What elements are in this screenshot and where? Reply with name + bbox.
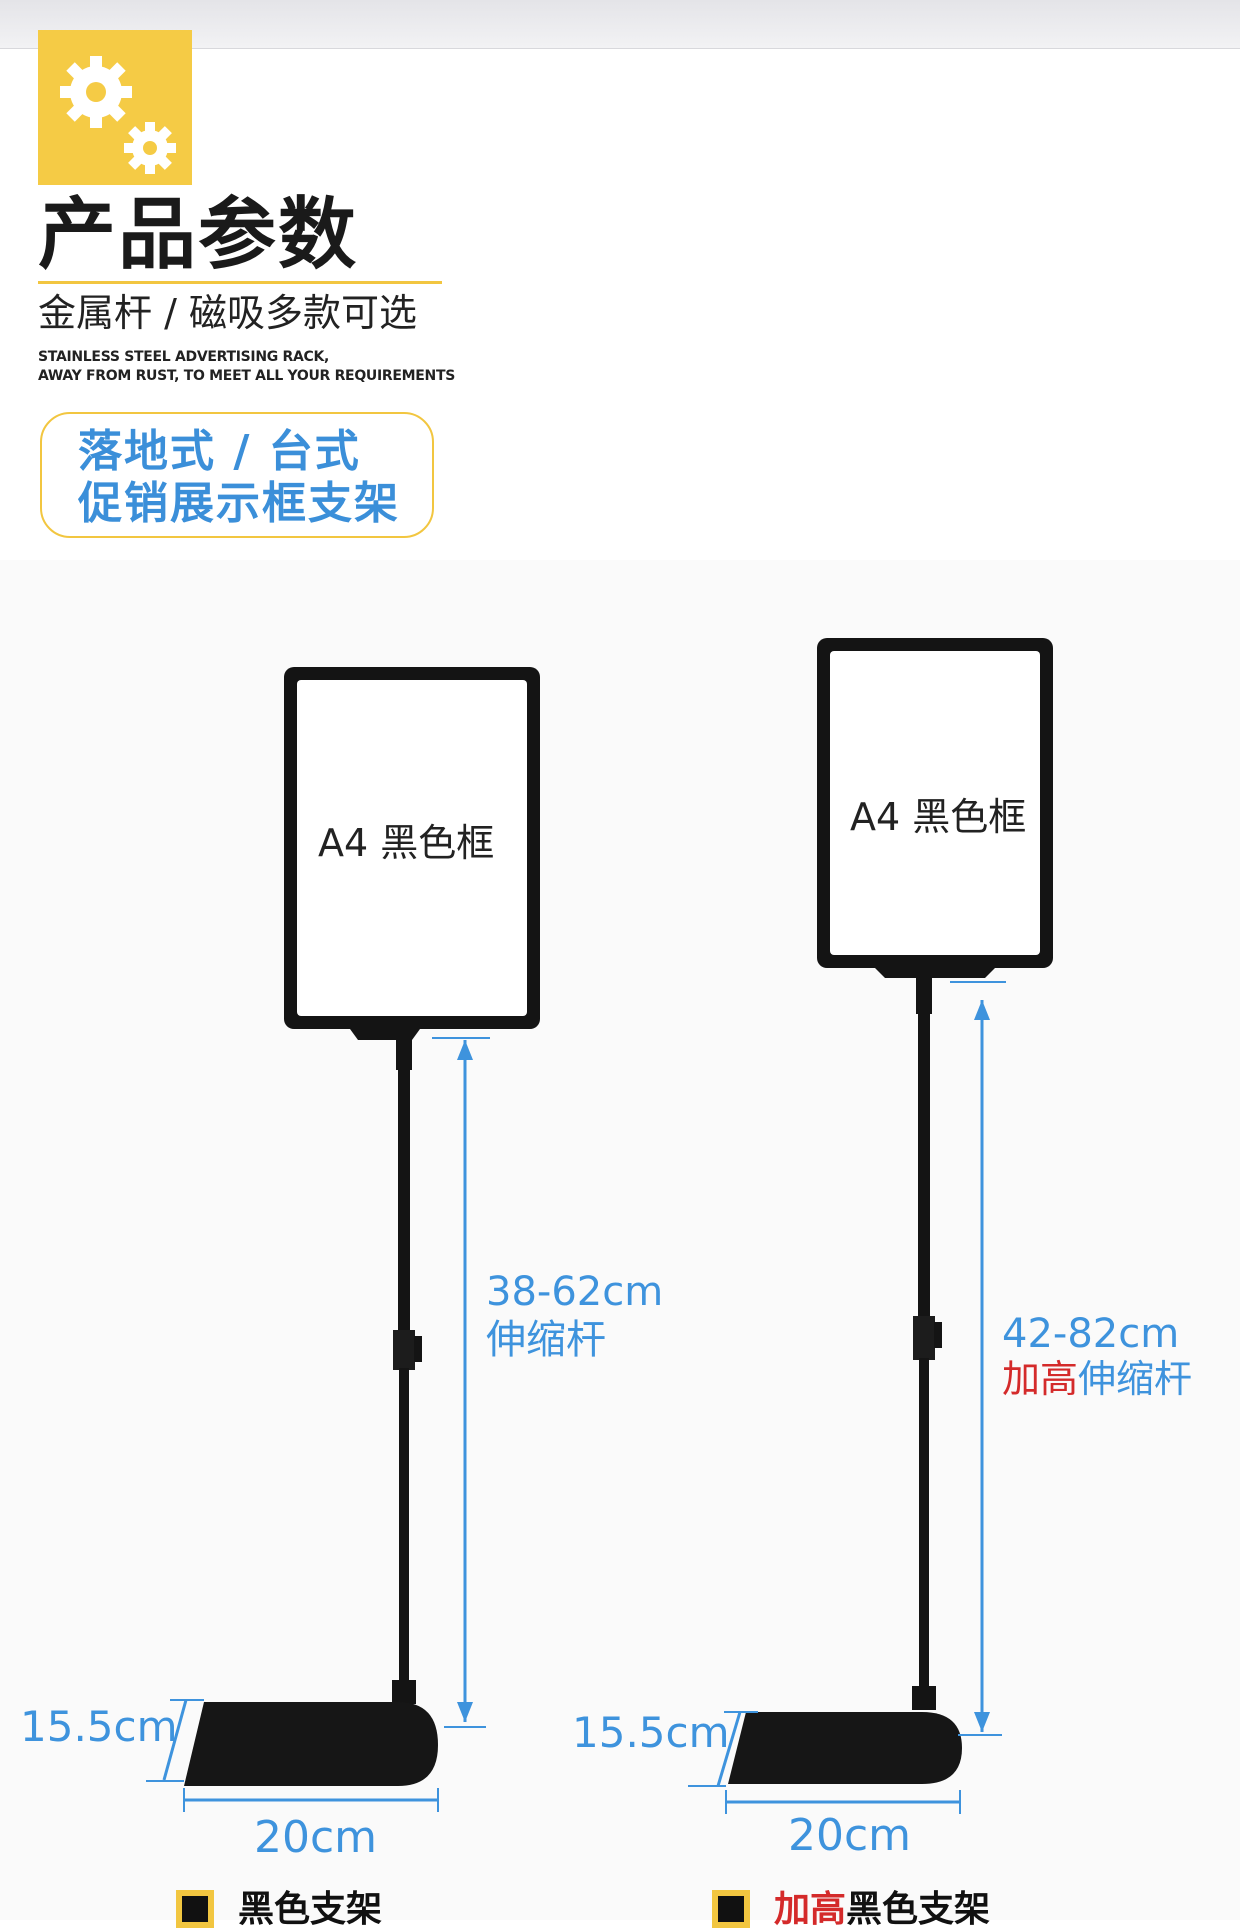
caption-highlight-right: 加高 <box>774 1889 847 1930</box>
swatch-black-left <box>176 1890 214 1928</box>
pole-right-lower <box>919 1358 929 1702</box>
stand-left <box>146 667 540 1812</box>
pole-label-left: 伸缩杆 <box>486 1320 606 1360</box>
title-underline <box>38 281 442 284</box>
stand-right <box>688 638 1053 1814</box>
product-type-pill: 落地式 / 台式 促销展示框支架 <box>40 412 434 538</box>
pole-range-right: 42-82cm <box>1002 1311 1180 1357</box>
frame-right-insert <box>830 651 1040 955</box>
caption-left: 黑色支架 <box>238 1892 382 1928</box>
base-width-left: 20cm <box>254 1812 378 1863</box>
pole-label-text-left: 伸缩杆 <box>486 1317 606 1363</box>
base-width-right: 20cm <box>788 1810 912 1861</box>
pole-label-text-right: 伸缩杆 <box>1078 1357 1193 1401</box>
base-depth-right: 15.5cm <box>572 1708 730 1757</box>
section-title: 产品参数 <box>38 190 359 280</box>
frame-label-left: A4 黑色框 <box>318 821 495 865</box>
pole-left-upper <box>398 1068 410 1334</box>
pole-left-lower <box>399 1368 409 1698</box>
pole-range-left: 38-62cm <box>486 1269 664 1315</box>
top-bar <box>0 0 1240 49</box>
caption-right: 加高黑色支架 <box>774 1892 990 1928</box>
frame-label-right: A4 黑色框 <box>850 795 1027 839</box>
english-tagline-2: AWAY FROM RUST, TO MEET ALL YOUR REQUIRE… <box>38 368 455 384</box>
pole-right-clamp <box>913 1316 935 1360</box>
english-tagline-1: STAINLESS STEEL ADVERTISING RACK, <box>38 349 330 365</box>
swatch-black-right <box>712 1890 750 1928</box>
base-right <box>728 1712 962 1784</box>
pole-label-highlight-right: 加高 <box>1002 1357 1079 1401</box>
caption-text-left: 黑色支架 <box>238 1889 383 1930</box>
frame-left-insert <box>297 680 527 1016</box>
pole-label-right: 加高伸缩杆 <box>1002 1360 1192 1398</box>
pill-line-2: 促销展示框支架 <box>78 478 400 529</box>
gears-icon <box>60 56 176 174</box>
caption-text-right: 黑色支架 <box>846 1889 991 1930</box>
pill-line-1: 落地式 / 台式 <box>78 426 361 477</box>
gears-badge <box>38 30 192 185</box>
base-depth-left: 15.5cm <box>20 1702 178 1751</box>
subtitle: 金属杆 / 磁吸多款可选 <box>38 291 417 335</box>
pole-left-clamp <box>393 1330 415 1370</box>
pole-right-upper <box>918 1012 930 1318</box>
base-left <box>184 1702 438 1786</box>
